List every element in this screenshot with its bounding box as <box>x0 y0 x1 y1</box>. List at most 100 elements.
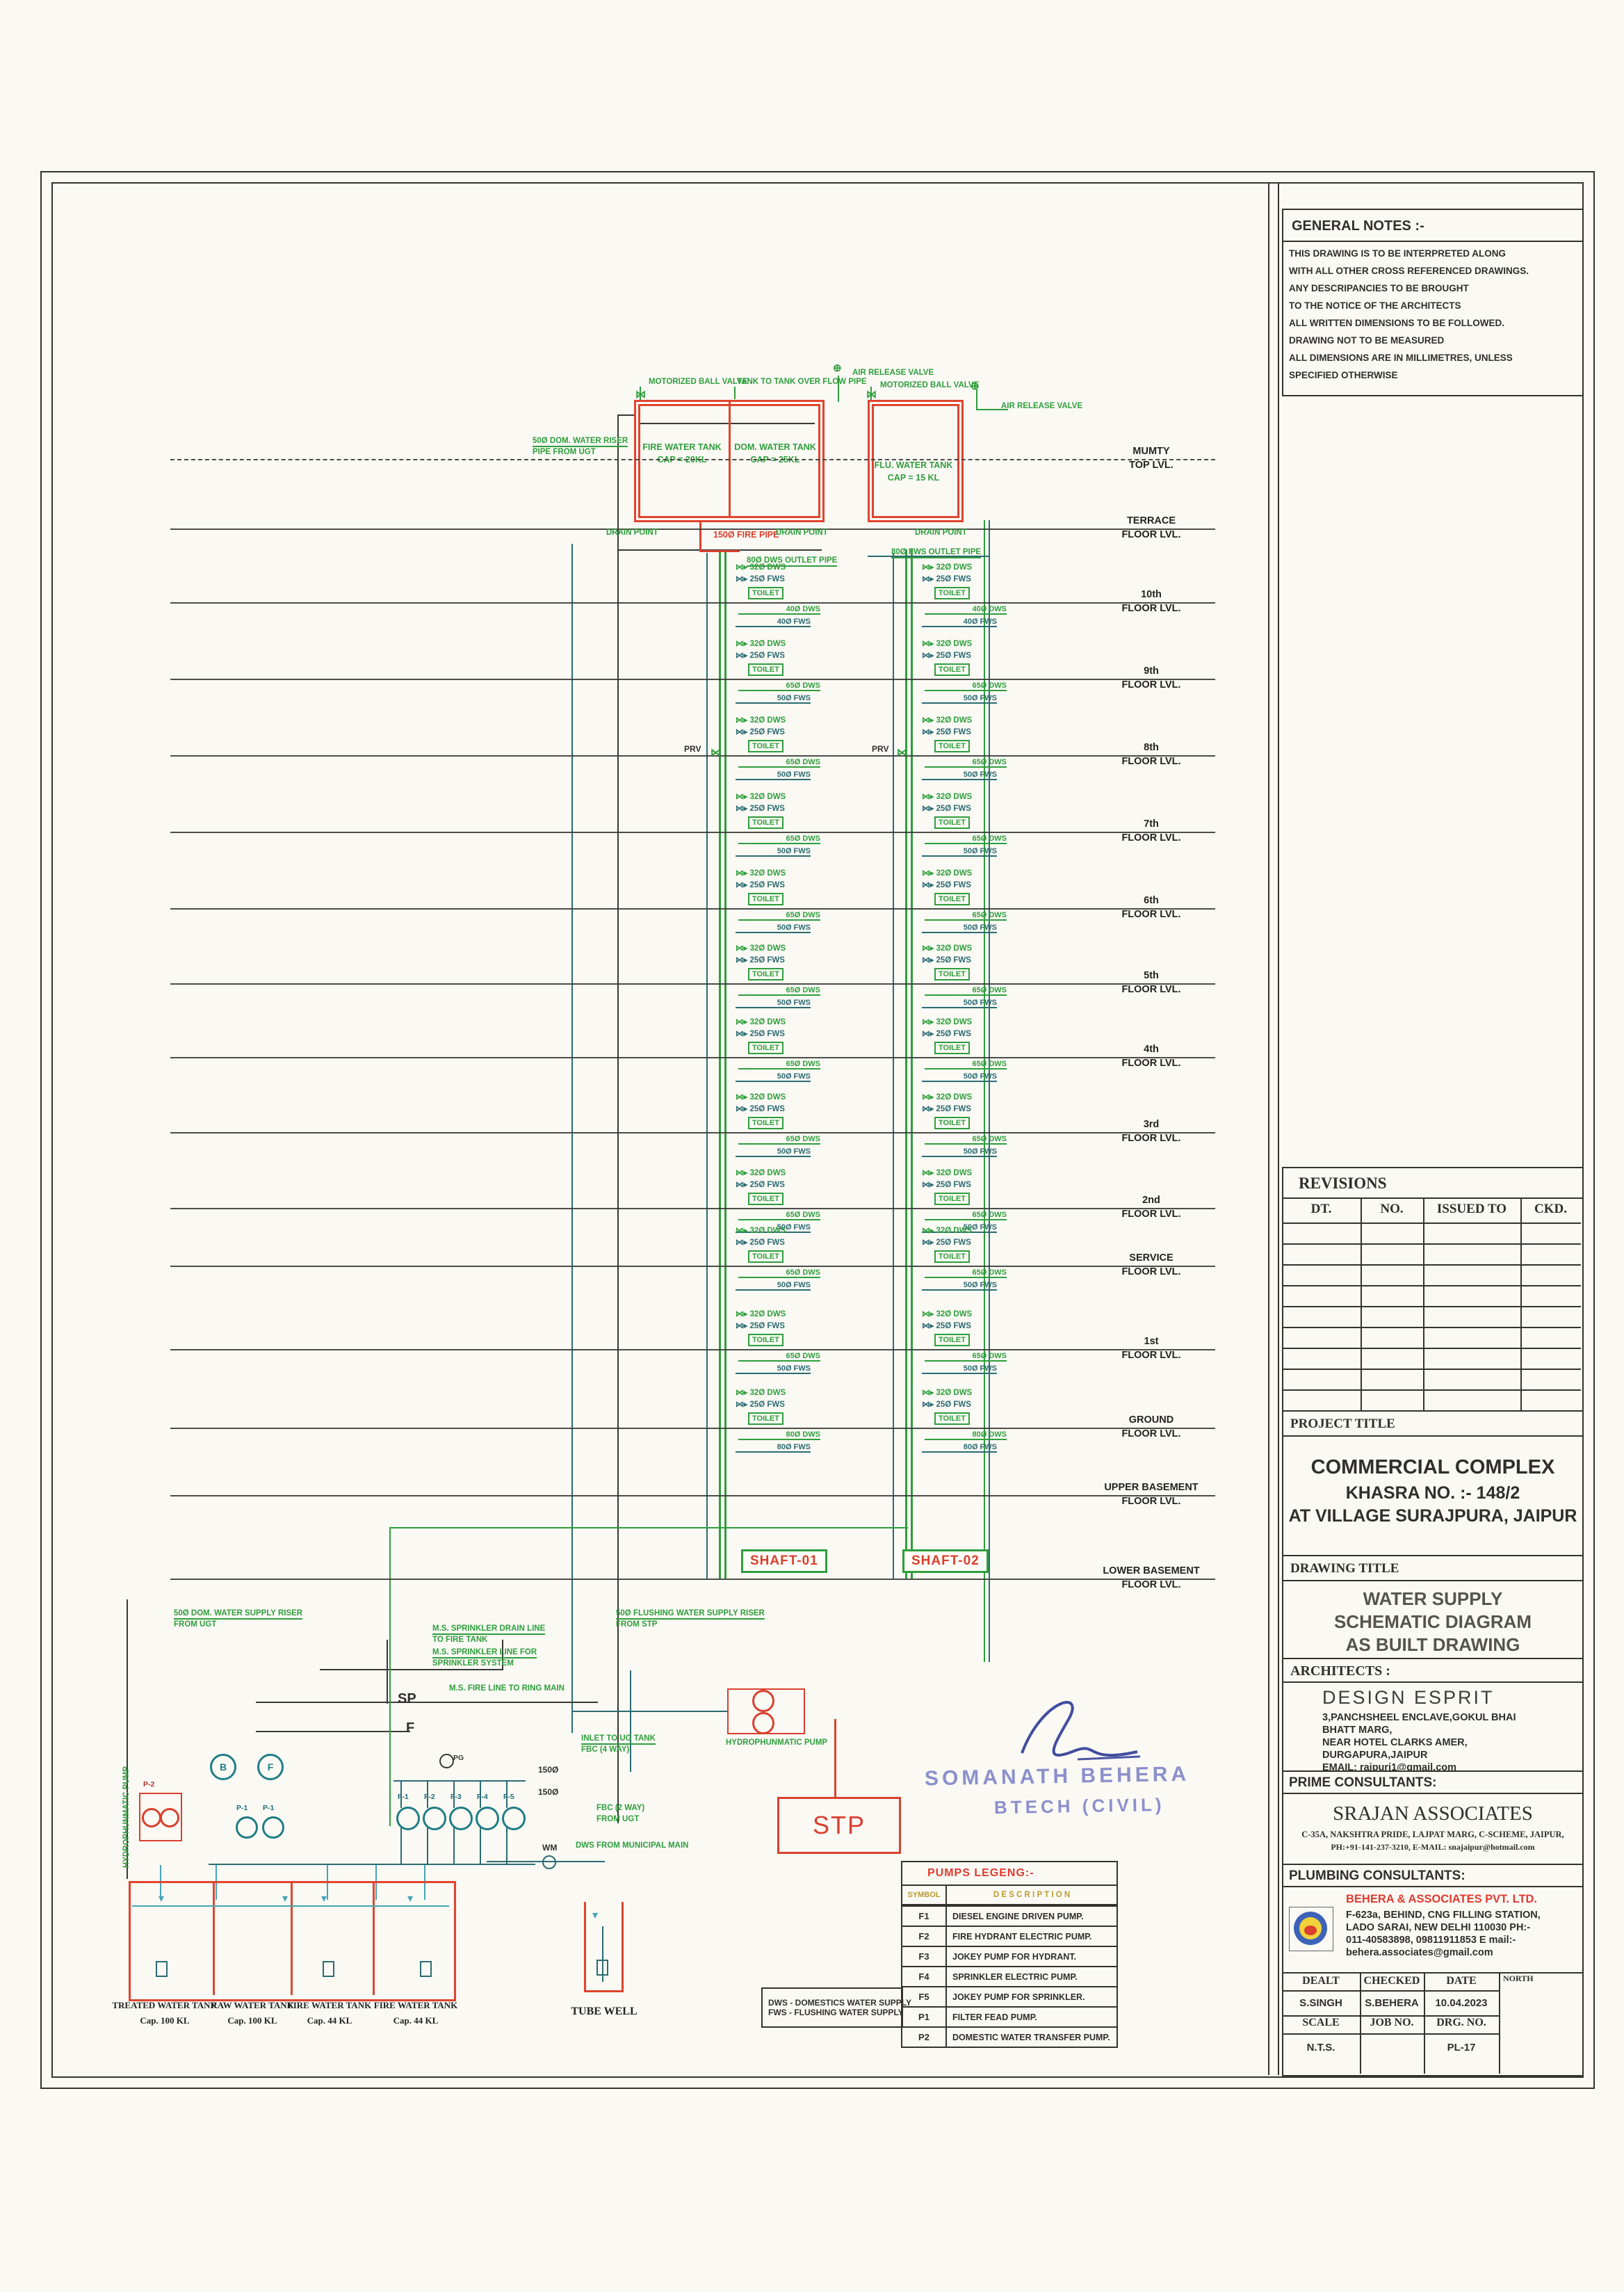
toilet-tag: TOILET <box>934 663 970 676</box>
pipe-line <box>976 389 977 410</box>
annotation: ▾ <box>321 1893 327 1905</box>
floor-level-line <box>170 1266 1215 1267</box>
branch-fws-label: ⋈▸ 25Ø FWS <box>736 956 785 965</box>
floor-label: 3rd <box>1143 1119 1160 1130</box>
annotation: 150Ø <box>538 1765 559 1775</box>
legend-symbol: F5 <box>902 1987 947 2006</box>
annotation: SPRINKLER SYSTEM <box>432 1659 514 1668</box>
pipe-line <box>870 387 872 401</box>
branch-fws-label: ⋈▸ 25Ø FWS <box>736 1238 785 1247</box>
hydro-pair-label: P-2 <box>143 1780 155 1789</box>
toilet-tag: TOILET <box>748 1042 783 1054</box>
floor-level-line <box>170 1579 1215 1580</box>
toilet-tag: TOILET <box>748 663 783 676</box>
pipe-line <box>630 1670 631 1772</box>
annotation: FROM STP <box>616 1620 658 1629</box>
floor-level-line <box>170 832 1215 833</box>
pipe-line <box>905 549 907 1579</box>
riser-fws-size: 80Ø FWS <box>736 1443 811 1453</box>
annotation: FROM UGT <box>174 1620 217 1629</box>
pipe-line <box>719 549 721 1579</box>
revisions-header: REVISIONS <box>1282 1167 1584 1200</box>
floor-label: GROUND <box>1128 1414 1174 1426</box>
annotation: ▾ <box>282 1893 289 1905</box>
info-h2 <box>1282 2015 1499 2017</box>
branch-dws-label: ⋈▸ 32Ø DWS <box>736 793 786 801</box>
fire-pump-label: F-1 <box>398 1793 409 1801</box>
riser-dws-size: 65Ø DWS <box>738 1352 820 1362</box>
branch-dws-label: ⋈▸ 32Ø DWS <box>922 793 973 801</box>
branch-fws-label: ⋈▸ 25Ø FWS <box>736 805 785 813</box>
legend-symbol: F4 <box>902 1967 947 1986</box>
pipe-line <box>480 1827 481 1864</box>
plumbing-bar: PLUMBING CONSULTANTS: <box>1282 1864 1584 1889</box>
branch-dws-label: ⋈▸ 32Ø DWS <box>736 1227 786 1235</box>
branch-fws-label: ⋈▸ 25Ø FWS <box>736 1401 785 1409</box>
floor-level-line <box>170 1057 1215 1058</box>
annotation: M.S. SPRINKLER DRAIN LINE <box>432 1624 546 1635</box>
annotation: M.S. FIRE LINE TO RING MAIN <box>449 1684 565 1693</box>
riser-fws-size: 50Ø FWS <box>736 1281 811 1291</box>
legend-description: FILTER FEAD PUMP. <box>952 2012 1037 2022</box>
architects-address-line: 3,PANCHSHEEL ENCLAVE,GOKUL BHAI <box>1322 1712 1516 1723</box>
floor-level-line <box>170 1428 1215 1429</box>
drawing-title-1: WATER SUPPLY <box>1363 1588 1503 1609</box>
revision-col-line <box>1520 1197 1522 1410</box>
general-note-line: THIS DRAWING IS TO BE INTERPRETED ALONG <box>1289 248 1507 259</box>
rev-col-issued: ISSUED TO <box>1436 1202 1507 1216</box>
branch-fws-label: ⋈▸ 25Ø FWS <box>736 1322 785 1330</box>
annotation: WM <box>542 1843 558 1853</box>
floor-level-line <box>170 528 1215 530</box>
floor-label-sub: FLOOR LVL. <box>1121 1058 1181 1069</box>
annotation: SP <box>398 1691 416 1706</box>
pipe-line <box>393 1780 526 1782</box>
roof-tank-flush <box>868 400 964 522</box>
pipe-line <box>699 518 701 551</box>
riser-fws-size: 50Ø FWS <box>736 1364 811 1374</box>
pipe-line <box>389 1527 908 1528</box>
hdr-dealt: DEALT <box>1302 1975 1340 1987</box>
general-note-line: ALL DIMENSIONS ARE IN MILLIMETRES, UNLES… <box>1289 353 1513 363</box>
annotation: M.S. SPRINKLER LINE FOR <box>432 1648 537 1659</box>
annotation: DRAIN POINT <box>776 528 828 537</box>
riser-dws-size: 65Ø DWS <box>738 986 820 996</box>
general-note-line: WITH ALL OTHER CROSS REFERENCED DRAWINGS… <box>1289 266 1529 276</box>
pipe-line <box>573 1711 727 1712</box>
fire-tank-name: FIRE WATER TANK <box>642 442 722 452</box>
pipe-line <box>617 416 619 1823</box>
ug-tank-capacity: Cap. 44 KL <box>307 2015 352 2026</box>
floor-label: MUMTY <box>1132 446 1170 457</box>
fire-pump-label: F-4 <box>477 1793 488 1801</box>
prime-label: PRIME CONSULTANTS: <box>1289 1775 1437 1790</box>
riser-dws-size: 65Ø DWS <box>925 681 1007 691</box>
legend-title: PUMPS LEGENG:- <box>927 1867 1034 1879</box>
architects-address-line: NEAR HOTEL CLARKS AMER, <box>1322 1737 1468 1748</box>
fire-pump-label: F-2 <box>424 1793 435 1801</box>
info-div3 <box>1499 1972 1500 2074</box>
riser-fws-size: 50Ø FWS <box>922 1364 997 1374</box>
architects-label: ARCHITECTS : <box>1290 1663 1390 1679</box>
branch-fws-label: ⋈▸ 25Ø FWS <box>922 1105 971 1113</box>
floor-label-sub: FLOOR LVL. <box>1121 1266 1181 1277</box>
floor-label-sub: FLOOR LVL. <box>1121 909 1181 920</box>
toilet-tag: TOILET <box>748 968 783 980</box>
annotation: AIR RELEASE VALVE <box>852 369 934 377</box>
shaft-02-tag: SHAFT-02 <box>902 1549 989 1573</box>
stamp-title: BTECH (CIVIL) <box>993 1793 1165 1818</box>
branch-dws-label: ⋈▸ 32Ø DWS <box>922 640 973 648</box>
val-scale: N.T.S. <box>1306 2042 1335 2053</box>
architects-address-line: BHATT MARG, <box>1322 1725 1392 1736</box>
riser-dws-size: 65Ø DWS <box>925 1060 1007 1070</box>
revision-empty-row <box>1282 1369 1581 1391</box>
val-checked: S.BEHERA <box>1365 1997 1419 2009</box>
plumbing-logo <box>1289 1907 1333 1951</box>
annotation: ⋈ <box>866 389 877 401</box>
revision-col-line <box>1361 1197 1362 1410</box>
riser-dws-size: 40Ø DWS <box>738 605 820 615</box>
general-note-line: ANY DESCRIPANCIES TO BE BROUGHT <box>1289 283 1469 293</box>
floor-level-line <box>170 1349 1215 1350</box>
riser-dws-size: 65Ø DWS <box>738 1268 820 1278</box>
revisions-title: REVISIONS <box>1299 1175 1387 1192</box>
branch-fws-label: ⋈▸ 25Ø FWS <box>922 1030 971 1038</box>
outer-frame <box>40 171 1595 2089</box>
